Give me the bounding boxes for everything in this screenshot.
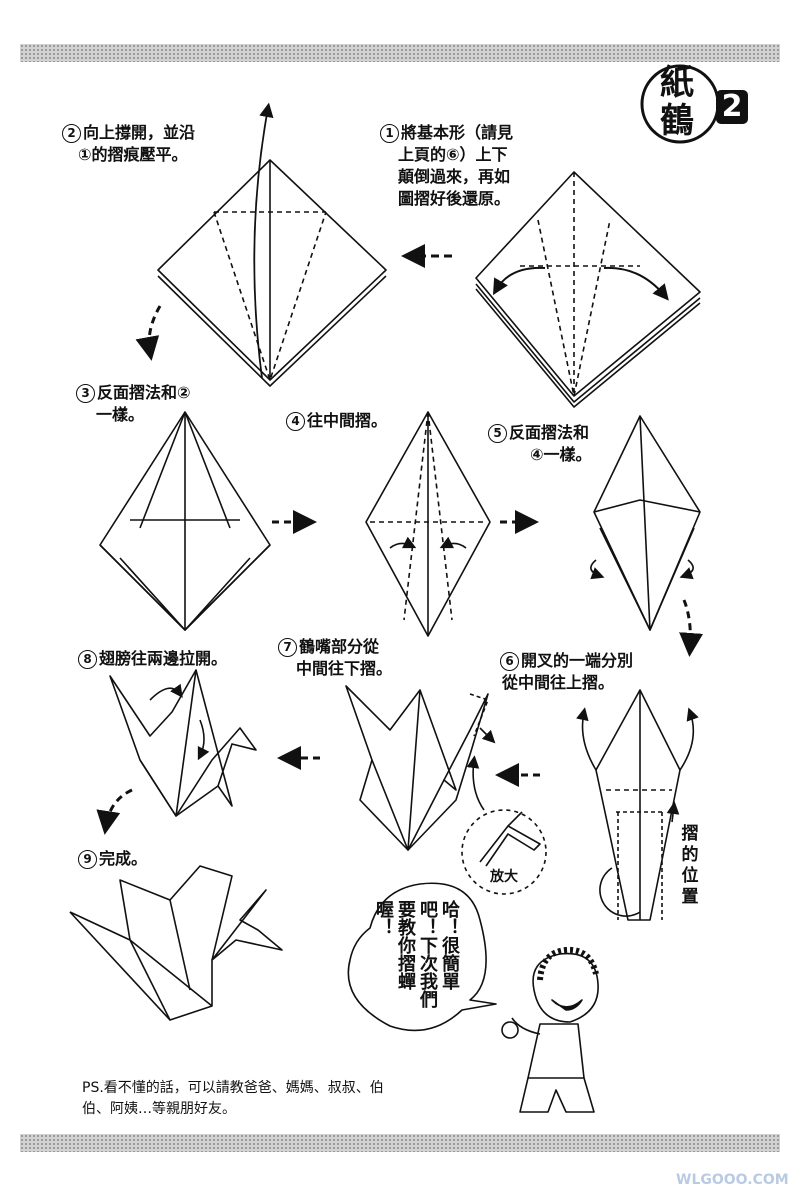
step-9-number: 9 — [78, 850, 97, 869]
step1-diagram — [475, 171, 701, 408]
bottom-pattern-band — [20, 1134, 780, 1152]
zoom-label: 放大 — [490, 869, 518, 885]
step-5-label-line2: ④一樣。 — [530, 445, 592, 464]
step8-diagram — [109, 669, 257, 817]
step-6-text: 開叉的一端分別 — [521, 651, 634, 670]
step-1-label-line4: 圖摺好後還原。 — [398, 189, 511, 208]
step-6-label-line2: 從中間往上摺。 — [502, 673, 615, 692]
step-5-number: 5 — [488, 424, 507, 443]
step2-diagram — [157, 102, 387, 387]
step-7-label-line2: 中間往下摺。 — [296, 659, 393, 678]
step6-diagram — [576, 689, 699, 921]
title-badge: 紙 鶴 2 — [640, 58, 752, 154]
step-7-text: 鶴嘴部分從 — [299, 637, 380, 656]
step-8-number: 8 — [78, 650, 97, 669]
title-char-crane: 鶴 — [660, 101, 694, 141]
arrow-8-to-9 — [96, 788, 133, 835]
title-number: 2 — [716, 90, 748, 124]
step-4-number: 4 — [286, 412, 305, 431]
step5-diagram — [590, 415, 701, 631]
ps-note: PS.看不懂的話，可以請教爸爸、媽媽、叔叔、伯伯、阿姨…等親朋好友。 — [82, 1080, 384, 1117]
speech-bubble-text: 哈！很簡單吧！下次我們要教你摺蟬喔！ — [373, 900, 460, 1008]
cartoon-person — [501, 946, 599, 1113]
step-6-number: 6 — [500, 652, 519, 671]
speech-bubble — [347, 882, 497, 1032]
step3-diagram — [99, 411, 271, 631]
step-8-text: 翅膀往兩邊拉開。 — [99, 649, 228, 668]
zoom-detail — [461, 755, 547, 895]
step-3-number: 3 — [76, 384, 95, 403]
step-2-number: 2 — [62, 124, 81, 143]
step-7-number: 7 — [278, 638, 297, 657]
step-1-label-line3: 顛倒過來，再如 — [398, 167, 511, 186]
fold-position-label: 摺的位置 — [681, 824, 699, 907]
step4-diagram — [365, 411, 491, 637]
step-1-label-line2: 上頁的⑥）上下 — [398, 145, 508, 164]
top-pattern-band — [20, 44, 780, 62]
step-1-number: 1 — [380, 124, 399, 143]
arrow-2-to-3 — [135, 305, 162, 361]
step-9-text: 完成。 — [99, 849, 148, 868]
step-2-label-line2: ①的摺痕壓平。 — [78, 145, 188, 164]
step7-diagram — [345, 685, 496, 851]
step-4-text: 往中間摺。 — [307, 411, 388, 430]
watermark: WLGOOO.COM — [676, 1172, 789, 1188]
step-3-text: 反面摺法和② — [97, 383, 191, 402]
step9-crane-diagram — [69, 865, 283, 1021]
step-5-text: 反面摺法和 — [509, 423, 590, 442]
step-3-label-line2: 一樣。 — [96, 405, 145, 424]
arrow-5-to-6 — [679, 599, 704, 657]
step-1-text: 將基本形（請見 — [401, 123, 514, 142]
title-char-paper: 紙 — [660, 63, 694, 103]
step-2-text: 向上撐開，並沿 — [83, 123, 196, 142]
